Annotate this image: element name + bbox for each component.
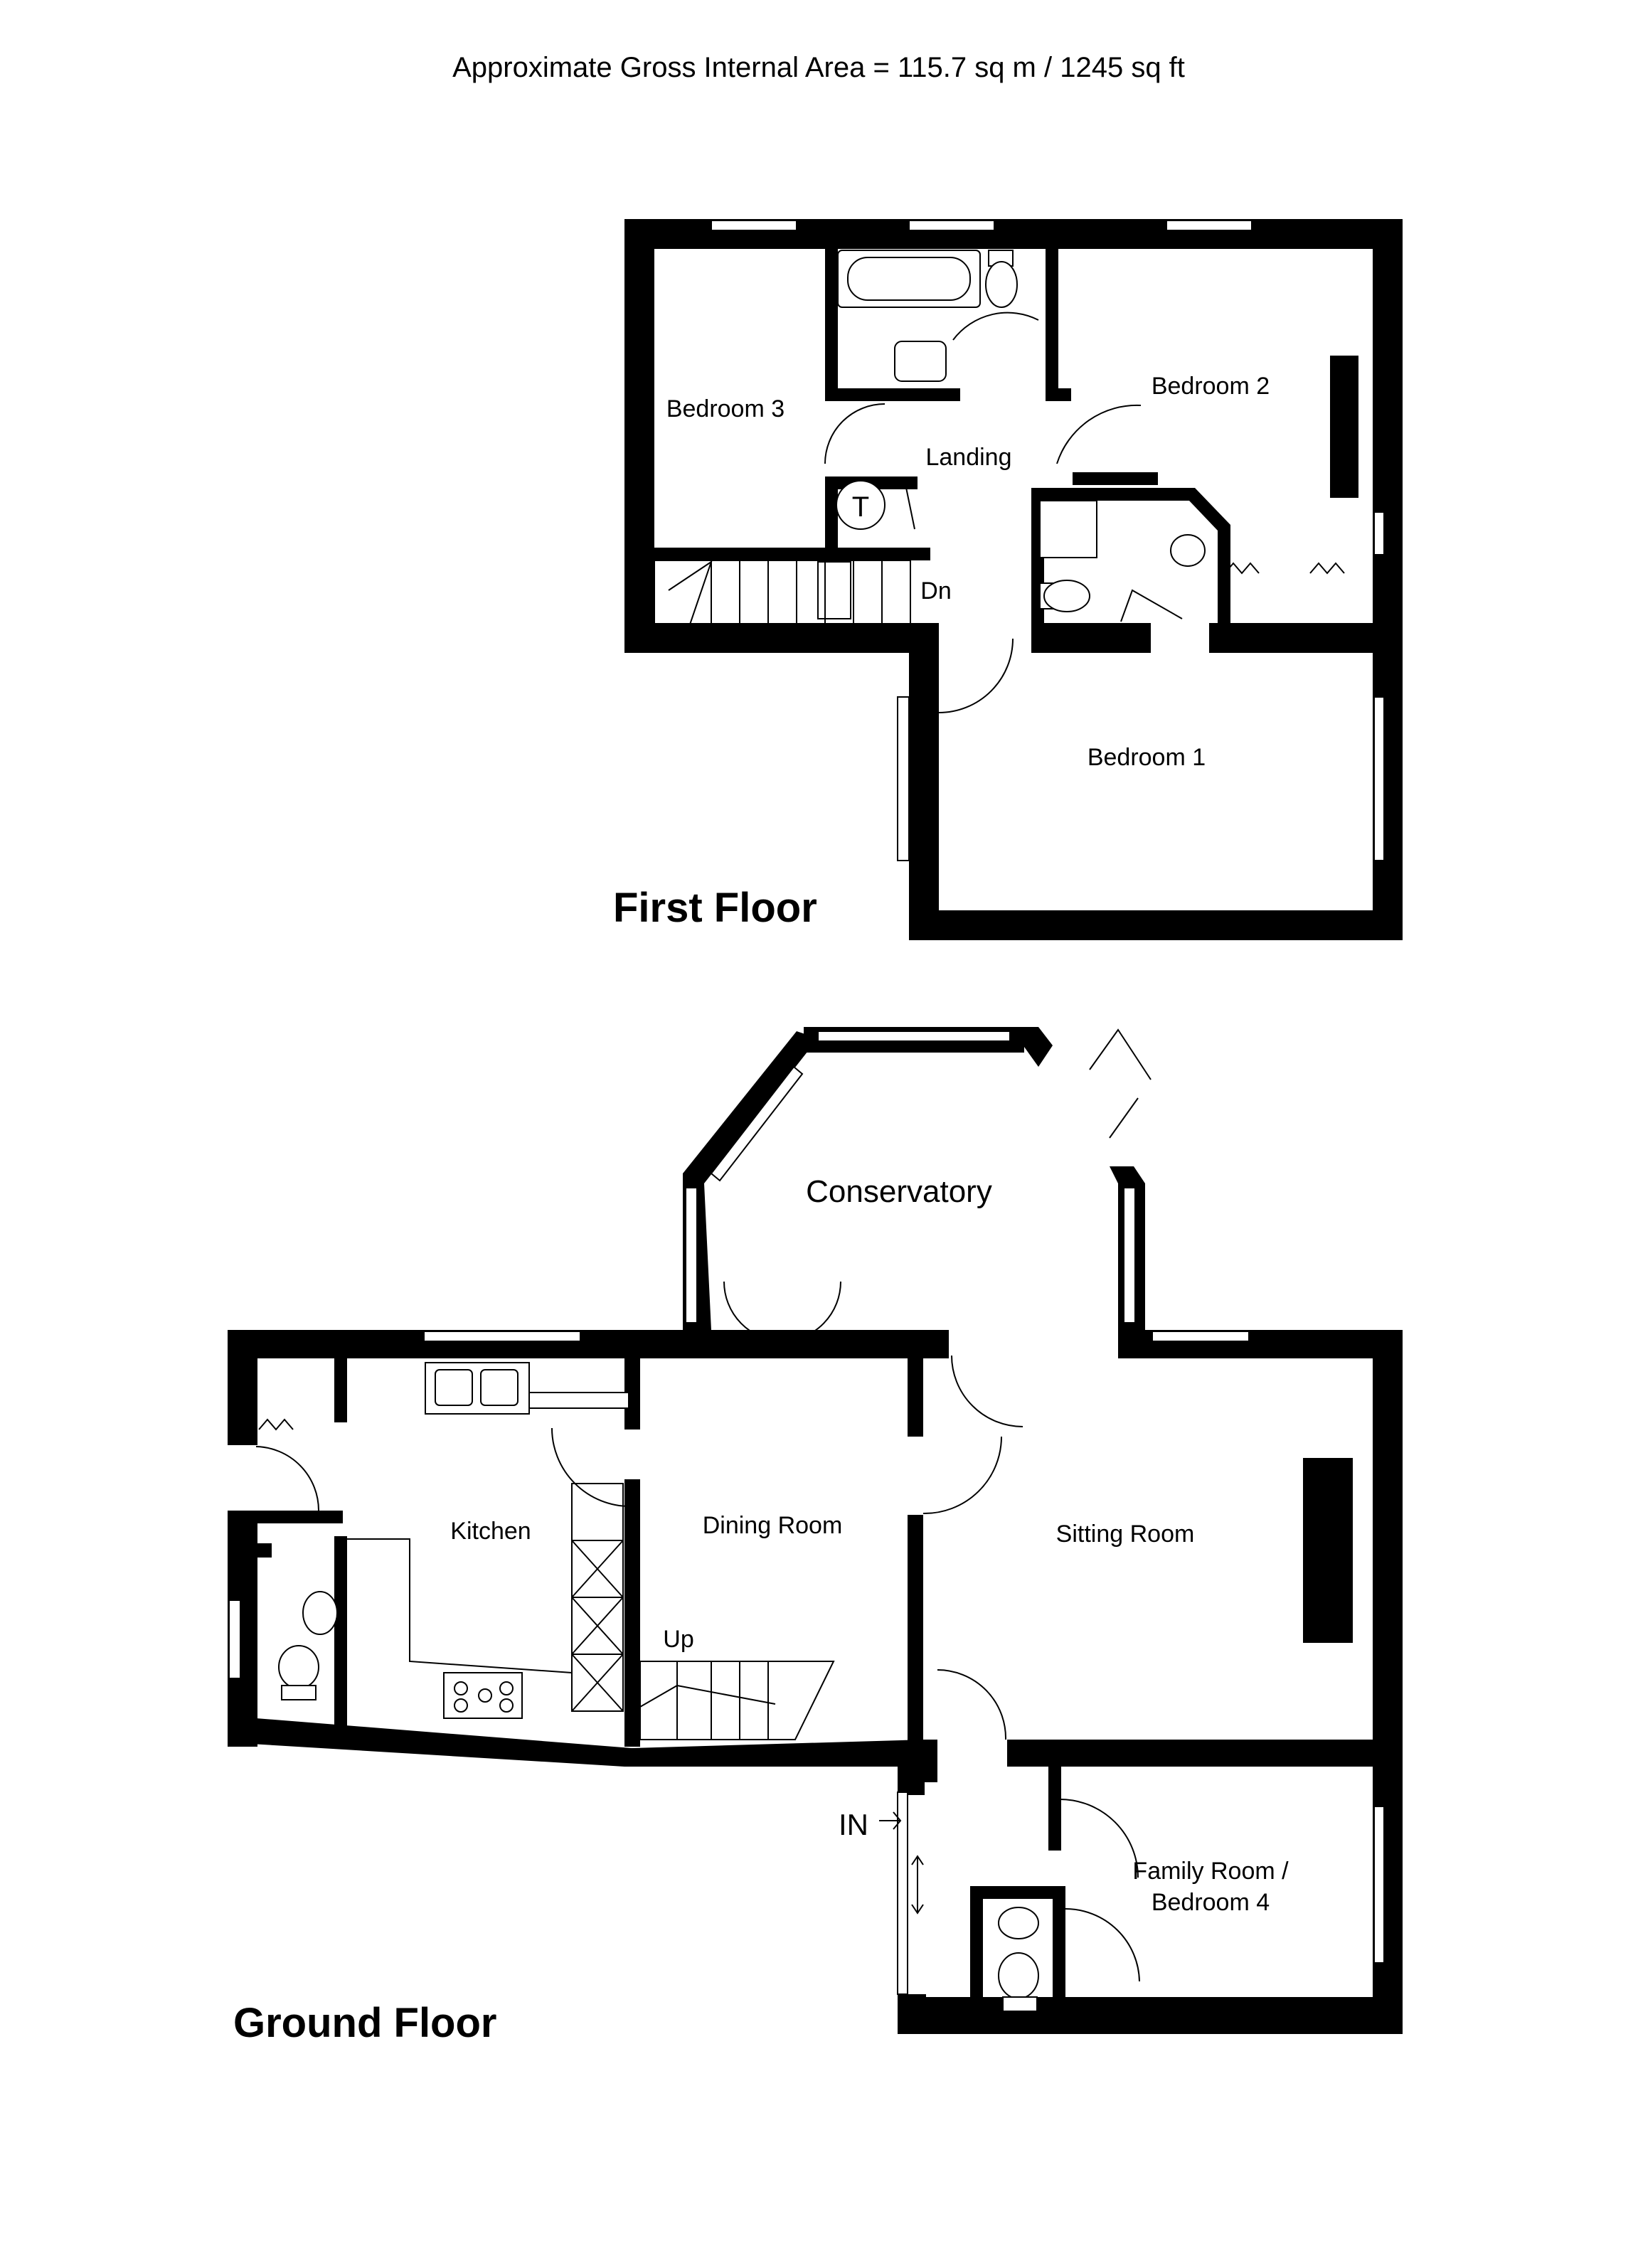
family-room-label: Family Room / [1132, 1858, 1289, 1885]
entrance-arrow [879, 1811, 902, 1830]
conservatory-label: Conservatory [806, 1174, 992, 1209]
entrance-label: IN [839, 1808, 868, 1841]
first-floor-fixtures: T [836, 250, 1345, 612]
ground-floor-plan: Conservatory Kitchen Dining Room Sitting… [228, 1027, 1403, 2046]
first-floor-stairs [654, 560, 911, 625]
stairs-down-label: Dn [920, 577, 951, 605]
ground-floor-title: Ground Floor [233, 2000, 497, 2046]
ground-floor-fixtures [258, 1362, 1039, 2012]
first-floor-plan: T [613, 219, 1403, 940]
sitting-room-label: Sitting Room [1056, 1521, 1195, 1548]
gross-area-text: Approximate Gross Internal Area = 115.7 … [452, 52, 1185, 83]
tank-label: T [852, 491, 869, 523]
bedroom-2-label: Bedroom 2 [1152, 373, 1270, 400]
ground-floor-stairs [639, 1661, 835, 1740]
bedroom-1-label: Bedroom 1 [1087, 744, 1206, 771]
bedroom-3-label: Bedroom 3 [666, 395, 785, 422]
ground-floor-doors [255, 1028, 1152, 1982]
first-floor-walls [624, 219, 1403, 940]
first-floor-title: First Floor [613, 885, 817, 931]
sliding-door-arrow [911, 1855, 924, 1915]
landing-label: Landing [925, 444, 1011, 471]
kitchen-label: Kitchen [450, 1518, 531, 1545]
ground-floor-walls [228, 1027, 1403, 2034]
stairs-up-label: Up [663, 1626, 693, 1653]
bedroom-4-label: Bedroom 4 [1152, 1889, 1270, 1916]
ground-floor-windows [228, 1031, 1385, 1995]
first-floor-windows [711, 220, 1385, 861]
first-floor-doors [824, 312, 1183, 713]
dining-room-label: Dining Room [703, 1512, 843, 1539]
